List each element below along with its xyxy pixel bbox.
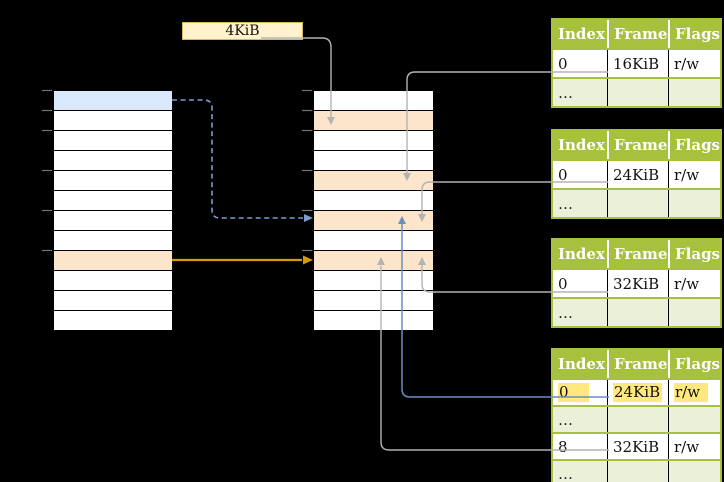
virtual-row-row-8 bbox=[54, 251, 172, 271]
highlighted-value: r/w bbox=[674, 383, 709, 402]
virtual-row-row-11 bbox=[54, 311, 172, 330]
page-table-cell bbox=[607, 79, 668, 106]
page-table-4-row-1: … bbox=[553, 407, 720, 432]
page-table-cell: r/w bbox=[668, 434, 720, 459]
page-table-cell bbox=[607, 407, 668, 432]
virtual-row-row-3 bbox=[54, 151, 172, 171]
virtual-row-row-0 bbox=[54, 91, 172, 111]
highlighted-value: 24KiB bbox=[613, 383, 663, 402]
page-table-cell bbox=[607, 190, 668, 217]
page-table-3-row-1: … bbox=[553, 299, 720, 326]
virtual-memory-column bbox=[53, 90, 173, 331]
page-table-cell: 0 bbox=[558, 165, 568, 184]
page-table-cell bbox=[668, 190, 720, 217]
virtual-row-row-4 bbox=[54, 171, 172, 191]
page-table-cell: r/w bbox=[668, 380, 720, 405]
frame-row-row-9 bbox=[314, 271, 433, 291]
frame-row-row-0 bbox=[314, 91, 433, 111]
page-table-cell bbox=[668, 79, 720, 106]
page-table-2-row-1: … bbox=[553, 190, 720, 217]
frame-row-row-6 bbox=[314, 211, 433, 231]
page-table-4-row-3: … bbox=[553, 461, 720, 482]
page-table-cell: 0 bbox=[558, 274, 568, 293]
virtual-row-row-5 bbox=[54, 191, 172, 211]
virtual-row-row-6 bbox=[54, 211, 172, 231]
column-header-frame: Frame bbox=[607, 350, 668, 378]
page-table-cell: 8 bbox=[558, 437, 568, 456]
page-table-cell: r/w bbox=[668, 270, 720, 297]
virtual-row-row-2 bbox=[54, 131, 172, 151]
page-table-cell: r/w bbox=[668, 50, 720, 77]
page-table-cell: r/w bbox=[668, 161, 720, 188]
dashed-blue-arrow bbox=[172, 99, 303, 219]
gold-arrowhead-icon bbox=[303, 255, 313, 265]
page-table-cell: 24KiB bbox=[607, 380, 668, 405]
column-header-frame: Frame bbox=[607, 131, 668, 159]
column-header-index: Index bbox=[558, 355, 605, 373]
page-table-cell: 0 bbox=[558, 54, 568, 73]
frame-row-row-3 bbox=[314, 151, 433, 171]
frame-row-row-8 bbox=[314, 251, 433, 271]
physical-memory-column bbox=[313, 90, 434, 331]
page-table-cell: … bbox=[558, 83, 573, 102]
virtual-row-row-7 bbox=[54, 231, 172, 251]
column-header-flags: Flags bbox=[668, 131, 720, 159]
column-header-frame: Frame bbox=[607, 240, 668, 268]
page-table-cell: 24KiB bbox=[607, 161, 668, 188]
page-table-cell bbox=[668, 407, 720, 432]
left-column-ticks bbox=[42, 89, 52, 252]
column-header-index: Index bbox=[558, 25, 605, 43]
page-table-cell: 16KiB bbox=[607, 50, 668, 77]
column-header-index: Index bbox=[558, 245, 605, 263]
virtual-row-row-10 bbox=[54, 291, 172, 311]
virtual-row-row-9 bbox=[54, 271, 172, 291]
frame-row-row-2 bbox=[314, 131, 433, 151]
middle-column-ticks bbox=[302, 89, 312, 252]
page-table-cell bbox=[668, 299, 720, 326]
page-table-cell: … bbox=[558, 464, 573, 482]
page-table-cell: … bbox=[558, 194, 573, 213]
column-header-flags: Flags bbox=[668, 350, 720, 378]
page-table-cell bbox=[607, 299, 668, 326]
column-header-frame: Frame bbox=[607, 20, 668, 48]
page-table-cell bbox=[668, 461, 720, 482]
highlighted-value: 0 bbox=[558, 383, 589, 402]
frame-row-row-10 bbox=[314, 291, 433, 311]
page-table-cell: … bbox=[558, 303, 573, 322]
page-table-1-row-1: … bbox=[553, 79, 720, 106]
page-table-cell: 32KiB bbox=[607, 270, 668, 297]
column-header-flags: Flags bbox=[668, 20, 720, 48]
column-header-index: Index bbox=[558, 136, 605, 154]
page-table-cell: 32KiB bbox=[607, 434, 668, 459]
page-table-cell: … bbox=[558, 410, 573, 429]
frame-row-row-4 bbox=[314, 171, 433, 191]
frame-row-row-1 bbox=[314, 111, 433, 131]
page-size-label: 4KiB bbox=[182, 22, 303, 40]
column-header-flags: Flags bbox=[668, 240, 720, 268]
frame-row-row-11 bbox=[314, 311, 433, 330]
page-table-cell bbox=[607, 461, 668, 482]
page-table-cell: 0 bbox=[553, 380, 607, 405]
virtual-row-row-1 bbox=[54, 111, 172, 131]
frame-row-row-5 bbox=[314, 191, 433, 211]
frame-row-row-7 bbox=[314, 231, 433, 251]
page-table-4-row-0: 0 24KiB r/w bbox=[553, 380, 720, 405]
dashed-blue-arrowhead-icon bbox=[304, 214, 313, 222]
